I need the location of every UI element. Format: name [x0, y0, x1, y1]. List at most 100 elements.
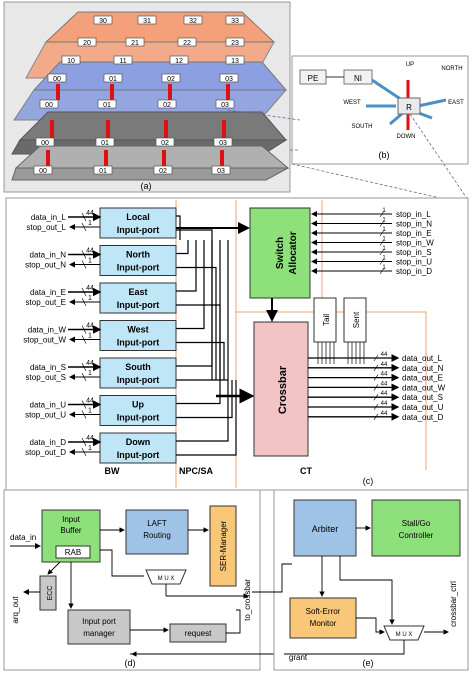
- sent-label: Sent: [352, 311, 361, 328]
- ecc-block: [39, 575, 57, 611]
- crossbar-ctrl-label: crossbar_ctrl: [449, 581, 458, 627]
- svg-text:DOWN: DOWN: [397, 134, 416, 140]
- svg-text:Input: Input: [62, 515, 81, 524]
- data-in-label: data_in_D: [30, 438, 67, 447]
- stop-in-label: stop_in_D: [396, 267, 432, 276]
- data-out-label: data_out_N: [402, 364, 444, 373]
- stop-in-label: stop_in_L: [396, 210, 431, 219]
- stop-in-label: stop_in_S: [396, 248, 432, 257]
- stage-bw: BW: [105, 466, 120, 476]
- data-out-width: 44: [381, 391, 388, 397]
- svg-text:01: 01: [101, 140, 109, 147]
- port-request-line: [176, 240, 205, 330]
- caption-c: (c): [363, 476, 374, 486]
- mesh-layer-second: [32, 61, 288, 91]
- svg-text:03: 03: [219, 140, 227, 147]
- laft-routing: [125, 509, 189, 555]
- input-port-block: [99, 357, 177, 389]
- input-port-name: Local: [126, 212, 150, 222]
- input-port-type: Input-port: [117, 338, 159, 348]
- stop-in-width: 1: [382, 208, 386, 214]
- input-port-name: South: [125, 362, 151, 372]
- input-port-type: Input-port: [117, 263, 159, 273]
- stop-width-label: 1: [88, 408, 92, 415]
- svg-text:02: 02: [161, 140, 169, 147]
- svg-text:00: 00: [53, 76, 61, 83]
- port-data-line: [176, 341, 225, 380]
- stop-out-label: stop_out_N: [25, 261, 66, 270]
- data-out-label: data_out_S: [402, 393, 443, 402]
- panel-b: PE NI R UP NORTH WEST EAST SOUTH DOWN (b…: [291, 55, 469, 165]
- stop-in-width: 1: [382, 218, 386, 224]
- stop-width-label: 1: [88, 295, 92, 302]
- sent-register: [343, 297, 367, 343]
- svg-text:00: 00: [45, 102, 53, 109]
- svg-text:13: 13: [231, 58, 239, 65]
- panel-a: 30 31 32 33 20 21 22 23 10 11 12 13 00 0…: [3, 1, 291, 193]
- port-request-line: [176, 240, 189, 255]
- stop-out-label: stop_out_U: [25, 411, 66, 420]
- switch-allocator-label-2: Allocator: [288, 231, 299, 274]
- stop-in-width: 1: [382, 237, 386, 243]
- input-port-block: [99, 282, 177, 314]
- data-width-label: 44: [86, 323, 94, 330]
- soft-error-monitor: [289, 597, 357, 639]
- caption-d: (d): [125, 658, 136, 668]
- input-port-type: Input-port: [117, 450, 159, 460]
- input-port-name: West: [127, 325, 148, 335]
- mesh-layer-third: [18, 111, 288, 141]
- svg-text:33: 33: [231, 18, 239, 25]
- svg-text:request: request: [185, 629, 212, 638]
- input-port-manager: [67, 609, 131, 645]
- stop-in-label: stop_in_N: [396, 220, 432, 229]
- svg-text:Routing: Routing: [143, 531, 171, 540]
- router-cubes: [33, 15, 245, 175]
- stop-in-width: 1: [382, 246, 386, 252]
- input-ports: LocalInput-portdata_in_Lstop_out_L441Nor…: [23, 207, 177, 464]
- svg-text:31: 31: [143, 18, 151, 25]
- svg-text:M U X: M U X: [158, 576, 175, 582]
- router-block: [397, 97, 421, 115]
- data-out-width: 44: [381, 411, 388, 417]
- data-out-label: data_out_E: [402, 374, 443, 383]
- panel-e: Arbiter Stall/Go Controller Soft-Error M…: [252, 489, 469, 671]
- data-in-label: data_in_W: [28, 326, 67, 335]
- rab-block: [55, 545, 91, 559]
- data-out-label: data_out_U: [402, 403, 444, 412]
- input-port-type: Input-port: [117, 225, 159, 235]
- input-port-block: [99, 395, 177, 426]
- svg-text:NORTH: NORTH: [441, 66, 462, 72]
- svg-text:LAFT: LAFT: [147, 519, 167, 528]
- port-to-allocator-links: [176, 215, 255, 456]
- stop-out-label: stop_out_E: [26, 298, 66, 307]
- d-mux: [145, 569, 187, 585]
- svg-text:Stall/Go: Stall/Go: [402, 519, 431, 528]
- svg-text:01: 01: [99, 168, 107, 175]
- arq-out-label: arq_out: [11, 596, 20, 624]
- svg-text:Soft-Error: Soft-Error: [306, 607, 341, 616]
- stop-in-width: 1: [382, 265, 386, 271]
- caption-a: (a): [141, 181, 152, 191]
- input-port-type: Input-port: [117, 300, 159, 310]
- stop-in-width: 1: [382, 256, 386, 262]
- data-out-width: 44: [381, 372, 388, 378]
- stage-ct: CT: [300, 466, 312, 476]
- svg-text:03: 03: [221, 102, 229, 109]
- panel-d: data_in Input Buffer RAB LAFT Routing SE…: [3, 489, 284, 671]
- svg-text:22: 22: [183, 40, 191, 47]
- data-out-width: 44: [381, 352, 388, 358]
- stop-in-label: stop_in_U: [396, 258, 432, 267]
- svg-text:manager: manager: [83, 629, 115, 638]
- data-in-label: data_in_S: [30, 363, 66, 372]
- tail-register: [313, 297, 337, 343]
- stop-in-width: 1: [382, 227, 386, 233]
- stage-npc-sa: NPC/SA: [179, 466, 214, 476]
- input-port-name: North: [126, 250, 150, 260]
- data-in-label: data_in_L: [31, 213, 67, 222]
- svg-text:SOUTH: SOUTH: [352, 124, 373, 130]
- port-request-line: [176, 240, 213, 367]
- port-data-line: [176, 380, 237, 456]
- svg-text:01: 01: [109, 76, 117, 83]
